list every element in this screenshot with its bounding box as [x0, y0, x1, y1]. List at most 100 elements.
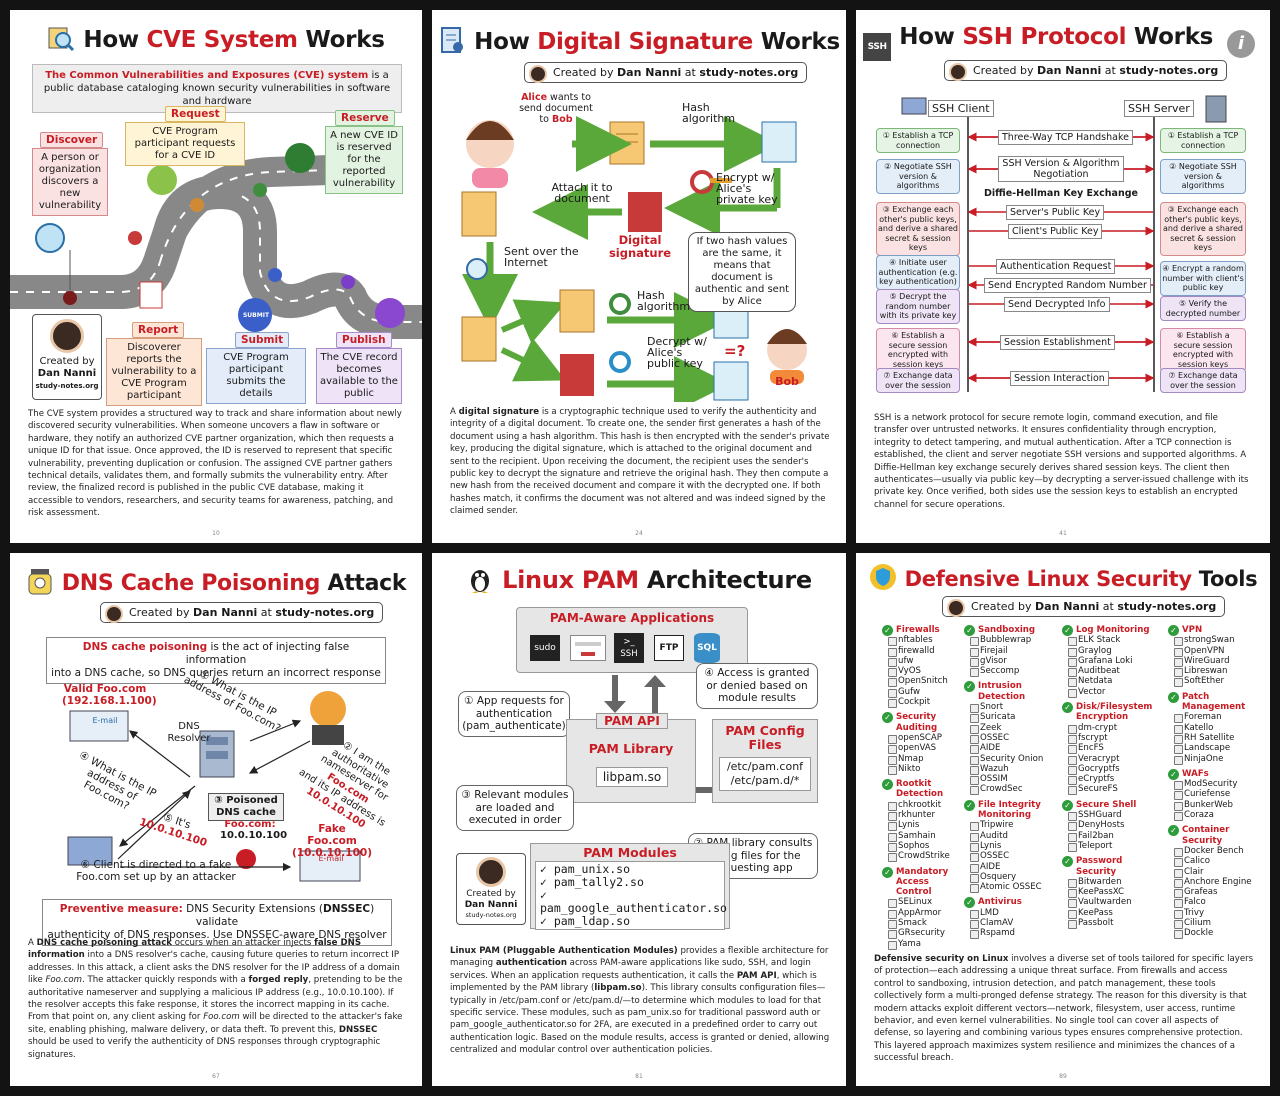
tool-item: Auditbeat	[1062, 666, 1156, 678]
step-markers	[35, 143, 405, 332]
tool-item: Docker Bench	[1168, 846, 1258, 858]
tool-item: Auditd	[964, 831, 1056, 842]
tool-category: FirewallsnftablesfirewalldufwVyOSOpenSni…	[882, 625, 960, 709]
linux-security-tools-panel: Defensive Linux Security Tools Created b…	[856, 553, 1270, 1086]
server-step-6: ⑥ Establish a secure session encrypted w…	[1160, 328, 1246, 372]
credit-badge: Created by Dan Nanni at study-notes.org	[100, 602, 384, 623]
page-title: How Digital Signature Works	[432, 26, 846, 55]
tool-item: RH Satellite	[1168, 733, 1258, 745]
tool-item: NinjaOne	[1168, 754, 1258, 765]
client-step-7: ⑦ Exchange data over the session	[876, 368, 960, 393]
page-title: DNS Cache Poisoning Attack	[10, 567, 422, 596]
dns-attack-diagram	[67, 691, 361, 882]
tools-column-4: VPNstrongSwanOpenVPNWireGuardLibreswanSo…	[1168, 625, 1258, 944]
reserve-tag: Reserve	[335, 110, 395, 126]
modules-list: ✓ pam_unix.so ✓ pam_tally2.so ✓ pam_goog…	[535, 861, 727, 930]
app-sudo: sudo	[530, 635, 560, 661]
marker-5	[238, 268, 282, 332]
submit-badge: SUBMIT	[242, 312, 270, 319]
tool-item: Vector	[1062, 687, 1156, 699]
tool-category: Password SecurityBitwardenKeePassXCVault…	[1062, 856, 1156, 930]
tool-item: LMD	[964, 908, 1056, 920]
reserve-text: A new CVE ID is reserved for the reporte…	[325, 126, 403, 194]
tool-item: Lynis	[882, 820, 960, 832]
avatar	[529, 65, 547, 83]
ssh-server-label: SSH Server	[1124, 100, 1194, 117]
category-title: Firewalls	[882, 625, 960, 637]
digital-signature-panel: How Digital Signature Works Created by D…	[432, 10, 846, 543]
tool-item: Cockpit	[882, 697, 960, 709]
category-title: WAFs	[1168, 768, 1258, 781]
tools-column-1: FirewallsnftablesfirewalldufwVyOSOpenSni…	[882, 625, 960, 954]
tool-item: dm-crypt	[1062, 723, 1156, 734]
category-title: Antivirus	[964, 897, 1056, 909]
tool-item: ModSecurity	[1168, 779, 1258, 791]
pam-panel: Linux PAM Architecture PAM-Aware Applica…	[432, 553, 846, 1086]
publish-tag: Publish	[336, 332, 392, 348]
tool-item: Libreswan	[1168, 666, 1258, 678]
tool-item: OSSEC	[964, 733, 1056, 745]
description: Defensive security on Linux involves a d…	[874, 954, 1254, 1064]
definition-box: DNS cache poisoning is the act of inject…	[46, 637, 386, 684]
intro-box: The Common Vulnerabilities and Exposures…	[32, 64, 402, 113]
tool-item: Wazuh	[964, 764, 1056, 776]
pam-library-box	[566, 719, 696, 803]
page-title: How CVE System Works	[10, 24, 422, 53]
doc-1	[609, 121, 645, 165]
tool-item: Snort	[964, 702, 1056, 714]
msg-decrypted-info: Send Decrypted Info	[1004, 297, 1110, 312]
tool-item: openVAS	[882, 743, 960, 755]
marker-4	[253, 143, 315, 197]
msg-session-interaction: Session Interaction	[1010, 371, 1109, 386]
tool-item: Coraza	[1168, 810, 1258, 822]
bob-label: Bob	[775, 375, 799, 388]
request-text: CVE Program participant requests for a C…	[125, 122, 245, 166]
tool-item: Foreman	[1168, 712, 1258, 724]
tool-category: Intrusion DetectionSnortSuricataZeekOSSE…	[964, 681, 1056, 796]
poisoned-cache-box: ③ Poisoned DNS cache	[208, 793, 284, 821]
fake-email-label: E-mail	[318, 854, 344, 863]
tool-item: OSSIM	[964, 774, 1056, 786]
description: Linux PAM (Pluggable Authentication Modu…	[450, 946, 830, 1056]
tool-item: Atomic OSSEC	[964, 882, 1056, 894]
tool-item: AIDE	[964, 743, 1056, 755]
magnifier-icon	[47, 24, 75, 52]
tool-item: Passbolt	[1062, 918, 1156, 930]
submit-tag: Submit	[235, 332, 290, 348]
dns-poisoning-panel: DNS Cache Poisoning Attack Created by Da…	[10, 553, 422, 1086]
tool-item: Security Onion	[964, 754, 1056, 765]
tool-item: BunkerWeb	[1168, 800, 1258, 812]
page-title: Defensive Linux Security Tools	[856, 563, 1270, 591]
app-sql: SQL	[694, 633, 720, 663]
resolver-label: DNS Resolver	[167, 721, 211, 744]
tool-item: Dockle	[1168, 928, 1258, 940]
report-tag: Report	[132, 322, 185, 338]
tool-item: Veracrypt	[1062, 754, 1156, 765]
tool-item: openSCAP	[882, 733, 960, 745]
tool-item: firewalld	[882, 646, 960, 657]
tool-item: Fail2ban	[1062, 831, 1156, 842]
msg-server-public-key: Server's Public Key	[1006, 205, 1105, 220]
server-step-7: ⑦ Exchange data over the session	[1160, 368, 1246, 393]
tool-item: Vaultwarden	[1062, 897, 1156, 909]
description: A DNS cache poisoning attack occurs when…	[28, 938, 403, 1060]
tool-item: Grafana Loki	[1062, 656, 1156, 668]
client-step-1: ① Establish a TCP connection	[876, 128, 960, 153]
hash-algorithm-label-1: Hash algorithm	[682, 101, 736, 125]
tool-category: Rootkit DetectionchkrootkitrkhunterLynis…	[882, 779, 960, 863]
tool-item: Graylog	[1062, 646, 1156, 657]
avatar	[476, 857, 506, 887]
tools-column-2: SandboxingBubblewrapFirejailgVisorSeccom…	[964, 625, 1056, 944]
tool-item: Grafeas	[1168, 887, 1258, 899]
page-number: 10	[212, 530, 220, 537]
cve-panel: How CVE System Works The Common Vulnerab…	[10, 10, 422, 543]
tool-item: EncFS	[1062, 743, 1156, 755]
page-number: 67	[212, 1073, 220, 1080]
document-icon	[438, 26, 466, 54]
client-redirect-note: ⑥ Client is directed to a fake Foo.com s…	[76, 859, 236, 883]
tool-item: Curiefense	[1168, 789, 1258, 801]
tool-item: Calico	[1168, 856, 1258, 868]
